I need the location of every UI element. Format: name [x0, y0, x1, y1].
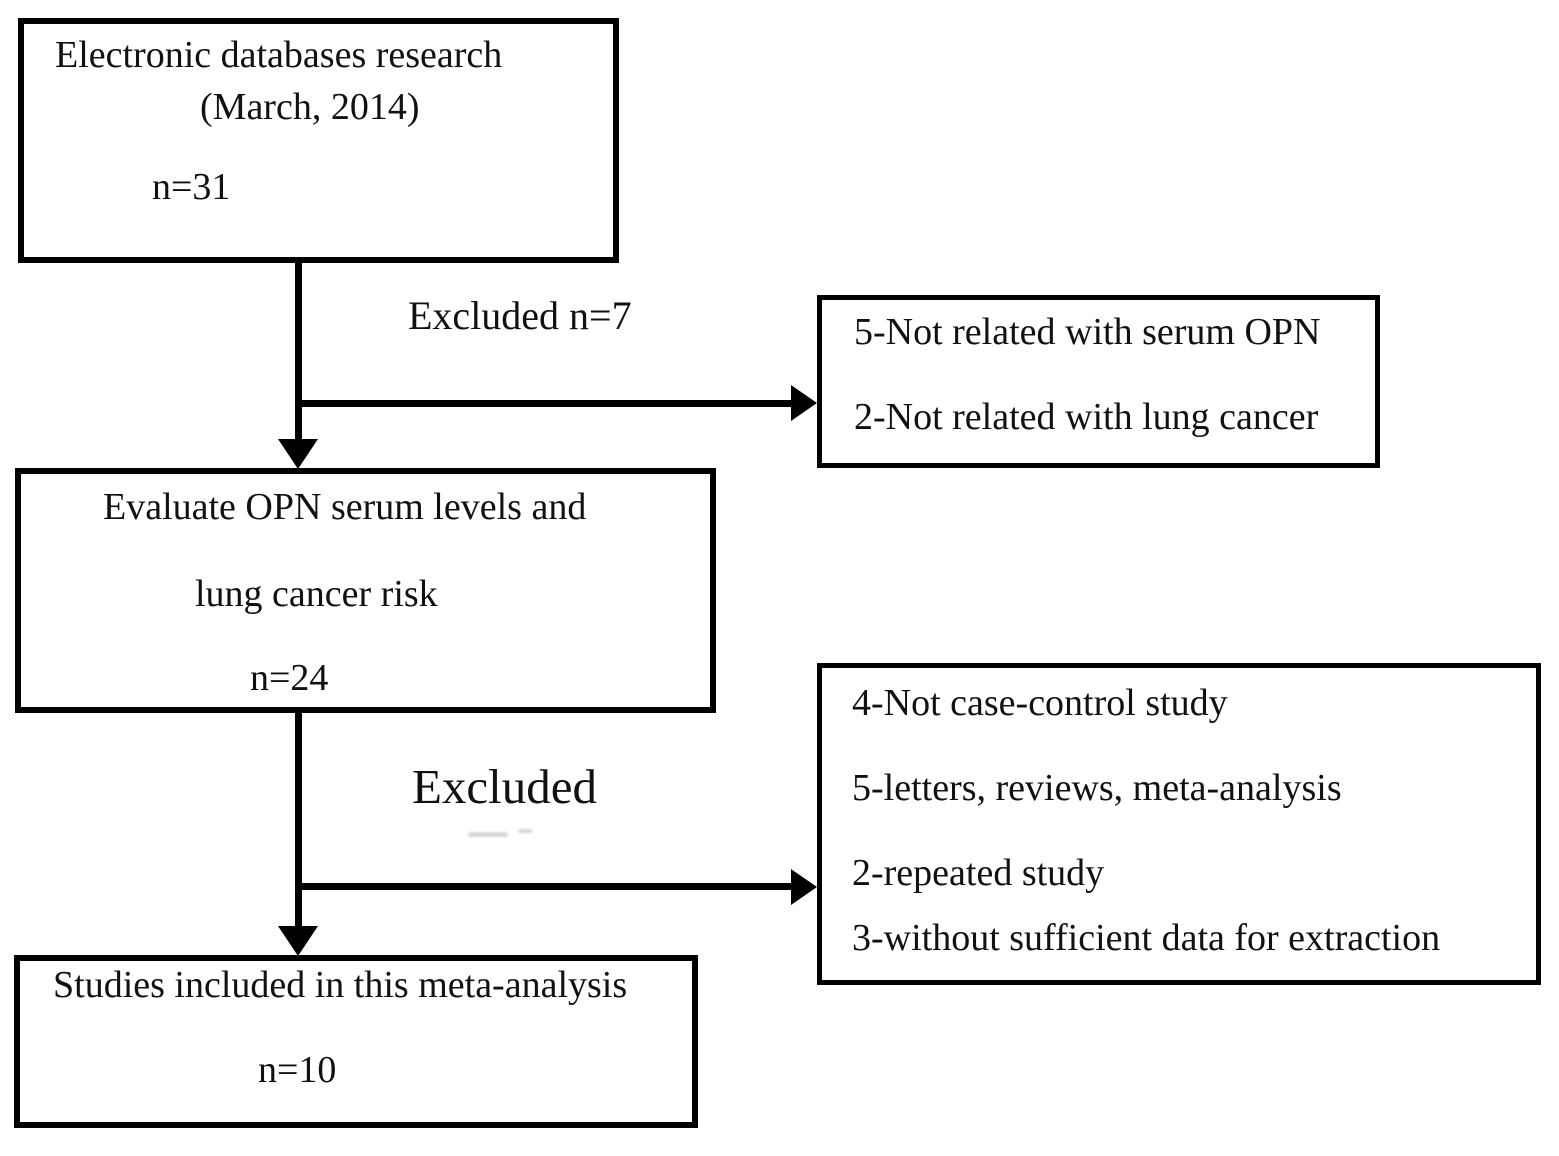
box-evaluate-line2: lung cancer risk	[195, 573, 438, 615]
box-excluded-reasons-1	[817, 295, 1380, 468]
box-included-line1: Studies included in this meta-analysis	[53, 964, 628, 1006]
box-studies-included	[14, 955, 698, 1128]
arrowhead-down-2-icon	[278, 926, 318, 956]
excluded2-item4: 3-without sufficient data for extraction	[852, 917, 1441, 959]
box-database-search-count: n=31	[152, 166, 231, 208]
connector-vertical-1	[295, 261, 302, 443]
excluded2-item2: 5-letters, reviews, meta-analysis	[852, 767, 1342, 809]
label-excluded-n7: Excluded n=7	[408, 293, 632, 338]
box-database-search	[18, 18, 619, 263]
arrowhead-down-1-icon	[278, 439, 318, 469]
box-evaluate-count: n=24	[250, 657, 329, 699]
excluded2-item3: 2-repeated study	[852, 852, 1105, 894]
box-included-count: n=10	[258, 1049, 337, 1091]
label-excluded-2: Excluded	[412, 759, 598, 814]
connector-vertical-2	[295, 710, 302, 928]
excluded1-item1: 5-Not related with serum OPN	[854, 311, 1321, 353]
scan-artifact-mark	[518, 829, 532, 833]
box-evaluate-line1: Evaluate OPN serum levels and	[103, 486, 587, 528]
box-evaluate-opn	[15, 468, 716, 713]
excluded2-item1: 4-Not case-control study	[852, 682, 1228, 724]
box-database-search-date: (March, 2014)	[200, 86, 420, 128]
connector-horizontal-1	[298, 400, 792, 407]
connector-horizontal-2	[298, 883, 792, 890]
box-database-search-title: Electronic databases research	[55, 34, 503, 76]
scan-artifact-mark	[468, 832, 508, 837]
arrowhead-right-1-icon	[791, 385, 817, 421]
box-excluded-reasons-2	[817, 663, 1541, 985]
excluded1-item2: 2-Not related with lung cancer	[854, 396, 1319, 438]
arrowhead-right-2-icon	[791, 869, 817, 905]
